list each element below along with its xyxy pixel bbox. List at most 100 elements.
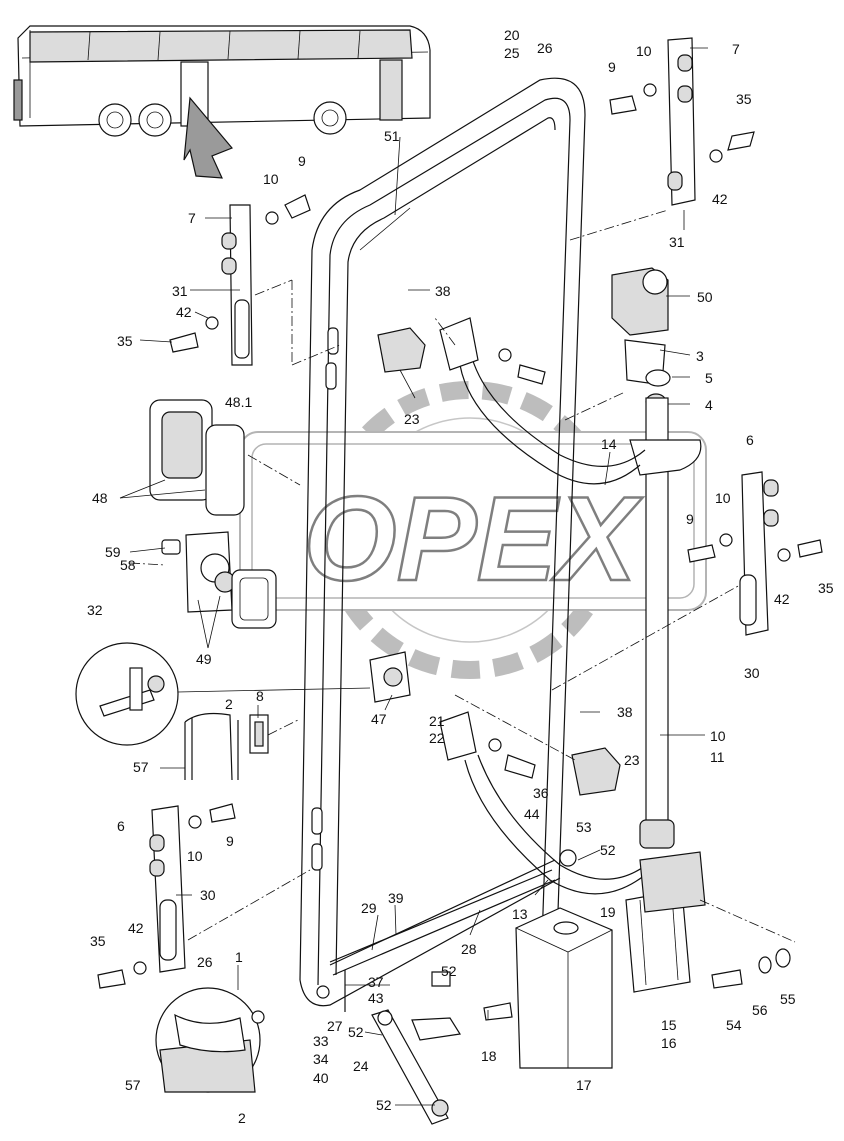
callout-6-r: 6 (746, 432, 754, 448)
callout-53: 53 (576, 819, 592, 835)
hinge-left-upper (169, 194, 311, 366)
callout-50: 50 (697, 289, 713, 305)
callout-43: 43 (368, 990, 384, 1006)
callout-54: 54 (726, 1017, 742, 1033)
callout-4: 4 (705, 397, 713, 413)
callout-13: 13 (512, 906, 528, 922)
callout-3: 3 (696, 348, 704, 364)
callout-9-r: 9 (686, 511, 694, 527)
strip-parts-mid (184, 712, 269, 781)
callout-22: 22 (429, 730, 445, 746)
callout-34: 34 (313, 1051, 329, 1067)
callout-48: 48 (92, 490, 108, 506)
callout-31-ml: 31 (172, 283, 188, 299)
detail-circle-bottom (155, 987, 265, 1093)
watermark-text: OPEX (303, 472, 643, 606)
callout-36: 36 (533, 785, 549, 801)
callout-57-bot: 57 (125, 1077, 141, 1093)
callout-17: 17 (576, 1077, 592, 1093)
leader-lines (119, 47, 708, 1106)
callout-52-mid: 52 (348, 1024, 364, 1040)
callout-16: 16 (661, 1035, 677, 1051)
callout-10-ml: 10 (263, 171, 279, 187)
callout-18: 18 (481, 1048, 497, 1064)
callout-10-r: 10 (715, 490, 731, 506)
callout-56: 56 (752, 1002, 768, 1018)
callout-52-top: 52 (441, 963, 457, 979)
hinge-top-right (609, 37, 755, 206)
callout-35-r: 35 (818, 580, 834, 596)
callout-29: 29 (361, 900, 377, 916)
callout-33: 33 (313, 1033, 329, 1049)
callout-59: 59 (105, 544, 121, 560)
hinge-right-mid (687, 471, 823, 636)
callout-35-l: 35 (90, 933, 106, 949)
callout-49: 49 (196, 651, 212, 667)
callout-9-tr: 9 (608, 59, 616, 75)
arm-upper (459, 357, 646, 485)
callout-42-r: 42 (774, 591, 790, 607)
arm-lower (464, 754, 651, 895)
handle-assembly (149, 399, 277, 629)
callout-9-l: 9 (226, 833, 234, 849)
callout-7-tr: 7 (732, 41, 740, 57)
callout-24: 24 (353, 1058, 369, 1074)
door-frame (299, 77, 586, 1012)
callout-23-mid: 23 (624, 752, 640, 768)
callout-48-1: 48.1 (225, 394, 252, 410)
callout-42-l: 42 (128, 920, 144, 936)
callout-28: 28 (461, 941, 477, 957)
cover-47 (369, 651, 411, 703)
callout-35-tr: 35 (736, 91, 752, 107)
callout-14: 14 (601, 436, 617, 452)
callout-6-l: 6 (117, 818, 125, 834)
callout-42-ml: 42 (176, 304, 192, 320)
callout-10-tr: 10 (636, 43, 652, 59)
callout-39: 39 (388, 890, 404, 906)
callout-10-l: 10 (187, 848, 203, 864)
callout-9-ml: 9 (298, 153, 306, 169)
callout-52-bot: 52 (376, 1097, 392, 1113)
callout-2-bot: 2 (238, 1110, 246, 1126)
callout-20: 20 (504, 27, 520, 43)
callout-19: 19 (600, 904, 616, 920)
callout-30-r: 30 (744, 665, 760, 681)
callout-labels: 20 25 26 51 7 10 9 35 42 31 9 10 7 31 42… (87, 27, 834, 1126)
door-cylinder (625, 851, 791, 993)
detail-circle-32 (75, 642, 179, 746)
callout-51: 51 (384, 128, 400, 144)
callout-25: 25 (504, 45, 520, 61)
callout-40: 40 (313, 1070, 329, 1086)
door-rod (629, 397, 702, 849)
callout-8: 8 (256, 688, 264, 704)
callout-31-tr: 31 (669, 234, 685, 250)
gas-strut (371, 971, 461, 1125)
callout-52-r: 52 (600, 842, 616, 858)
lower-bearing (611, 267, 671, 411)
cover-box (483, 907, 613, 1069)
callout-38-mid: 38 (617, 704, 633, 720)
watermark (239, 381, 707, 679)
callout-26-bot: 26 (197, 954, 213, 970)
callout-47: 47 (371, 711, 387, 727)
callout-2-mid: 2 (225, 696, 233, 712)
callout-38-top: 38 (435, 283, 451, 299)
callout-23-top: 23 (404, 411, 420, 427)
callout-32: 32 (87, 602, 103, 618)
callout-15: 15 (661, 1017, 677, 1033)
callout-58: 58 (120, 557, 136, 573)
callout-42-tr: 42 (712, 191, 728, 207)
bus-thumbnail (13, 25, 431, 179)
callout-57-mid: 57 (133, 759, 149, 775)
alignment-lines (129, 209, 796, 943)
callout-26-top: 26 (537, 40, 553, 56)
arm-bracket-upper (377, 317, 546, 385)
callout-10-rod: 10 (710, 728, 726, 744)
callout-27: 27 (327, 1018, 343, 1034)
callout-55: 55 (780, 991, 796, 1007)
callout-11: 11 (710, 749, 725, 765)
callout-5: 5 (705, 370, 713, 386)
callout-44: 44 (524, 806, 540, 822)
strut-joint (559, 849, 577, 867)
